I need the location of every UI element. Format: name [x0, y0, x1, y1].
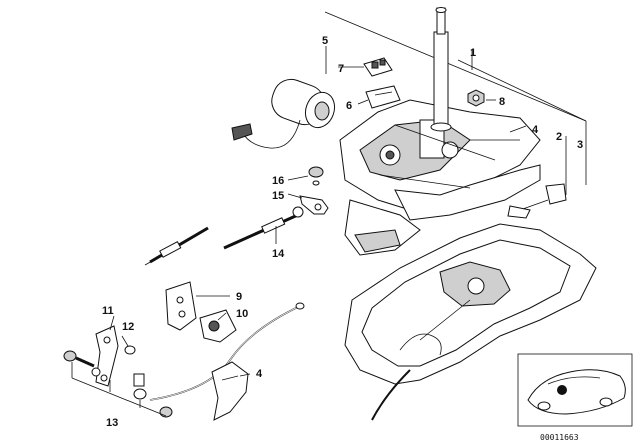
rod-part-14: [223, 206, 304, 250]
grommet-part-16: [308, 166, 324, 186]
lever-shaft: [430, 7, 452, 132]
bracket-part-9: [165, 281, 197, 331]
bracket-lines: [324, 11, 587, 195]
pin-part-2: [507, 183, 567, 219]
bracket-part-15: [299, 195, 329, 215]
lever-part-10: [199, 309, 237, 343]
callout-10: 10: [236, 308, 248, 320]
callout-2: 2: [556, 131, 562, 143]
callout-14: 14: [272, 248, 285, 260]
leader-lines: [71, 46, 527, 417]
callout-3: 3: [577, 139, 583, 151]
callout-4-lower: 4: [256, 368, 263, 380]
selector-part-4: [211, 361, 249, 421]
console-frame: [344, 223, 597, 385]
callout-4-upper: 4: [532, 124, 539, 136]
rod-secondary: [144, 226, 209, 266]
callout-1: 1: [470, 47, 476, 59]
callout-15: 15: [272, 190, 284, 202]
callout-7: 7: [338, 63, 344, 75]
clip-part-6: [365, 85, 401, 109]
callout-16: 16: [272, 175, 284, 187]
car-location-thumbnail-icon: [517, 353, 633, 427]
callout-11: 11: [102, 305, 114, 317]
solenoid-part-5: [231, 78, 336, 149]
document-id: 00011663: [540, 433, 579, 442]
hardware-part-13: [63, 350, 173, 418]
washer-part-12: [124, 345, 136, 355]
callouts: 1 2 3 4 4 5 6 7 8 9 10 11 12 13 14 15 16: [102, 35, 583, 429]
callout-5: 5: [322, 35, 328, 47]
callout-12: 12: [122, 321, 134, 333]
shift-housing: [339, 99, 541, 256]
lever-part-11: [95, 325, 119, 387]
callout-6: 6: [346, 100, 352, 112]
callout-9: 9: [236, 291, 242, 303]
nut-part-8: [467, 89, 485, 107]
callout-13: 13: [106, 417, 118, 429]
shift-cable: [149, 302, 411, 421]
connector-part-7: [363, 57, 393, 77]
callout-8: 8: [499, 96, 505, 108]
